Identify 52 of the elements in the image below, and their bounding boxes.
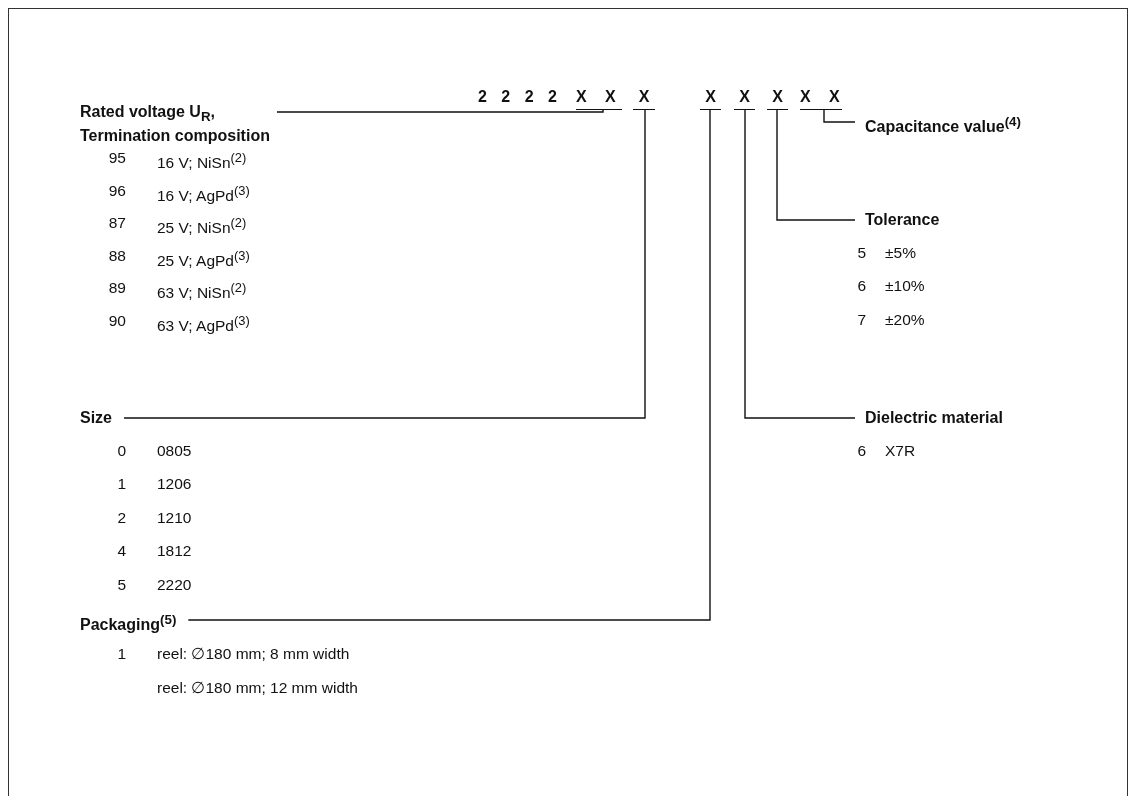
field-heading: Capacitance value$^{(4)}$ — [865, 111, 1021, 139]
value-description: ±20% — [885, 309, 925, 330]
value-description: 0805 — [157, 441, 192, 461]
value-description: 2220 — [157, 574, 192, 595]
value-description: reel: ∅180 mm; 12 mm width — [157, 678, 358, 698]
code-value: 87 — [107, 213, 126, 234]
value-description: 25 V; AgPd$^{(3)}$ — [157, 246, 250, 271]
field-heading: Size — [80, 407, 112, 429]
code-value: 88 — [107, 245, 126, 266]
code-value: 4 — [116, 541, 126, 562]
leader-line — [744, 109, 856, 419]
field-heading: Dielectric material — [865, 407, 1003, 429]
leader-line — [187, 109, 711, 621]
code-position: X — [734, 86, 755, 110]
value-description: 63 V; NiSn$^{(2)}$ — [157, 279, 247, 304]
code-value: 6 — [856, 441, 866, 461]
field-heading: Packaging$^{(5)}$ — [80, 609, 177, 637]
value-description: ±10% — [885, 276, 925, 297]
field-heading: Tolerance — [865, 209, 940, 231]
code-value: 7 — [856, 309, 866, 330]
value-description: reel: ∅180 mm; 8 mm width — [157, 644, 350, 664]
code-value: 96 — [107, 180, 126, 201]
code-value: 95 — [107, 148, 126, 168]
code-value: 1 — [116, 644, 126, 664]
leader-line — [123, 109, 646, 419]
value-description: 16 V; AgPd$^{(3)}$ — [157, 181, 250, 206]
code-value: 90 — [107, 311, 126, 331]
code-position: X — [633, 86, 655, 110]
leader-line — [776, 109, 856, 221]
leader-line — [823, 109, 856, 123]
code-position: X — [700, 86, 721, 110]
value-description: 1210 — [157, 507, 192, 528]
code-value: 89 — [107, 278, 126, 299]
code-position: X X — [576, 86, 622, 110]
value-description: 1812 — [157, 541, 192, 562]
code-value: 6 — [856, 276, 866, 297]
code-value: 2 — [116, 507, 126, 528]
code-position: X X — [800, 86, 842, 110]
code-value: 5 — [116, 574, 126, 595]
value-description: 1206 — [157, 474, 192, 495]
code-value: 1 — [116, 474, 126, 495]
field-heading: Rated voltage U$_{R}$, Termination composition — [80, 102, 292, 146]
value-description: 16 V; NiSn$^{(2)}$ — [157, 149, 247, 174]
value-description: 25 V; NiSn$^{(2)}$ — [157, 214, 247, 239]
value-description: X7R — [885, 441, 916, 461]
code-position: X — [767, 86, 788, 110]
leader-line — [276, 109, 604, 113]
value-description: 63 V; AgPd$^{(3)}$ — [157, 312, 250, 337]
code-value: 0 — [116, 441, 126, 461]
value-description: ±5% — [885, 243, 916, 263]
code-value: 5 — [856, 243, 866, 263]
code-prefix: 2 2 2 2 — [478, 86, 562, 108]
